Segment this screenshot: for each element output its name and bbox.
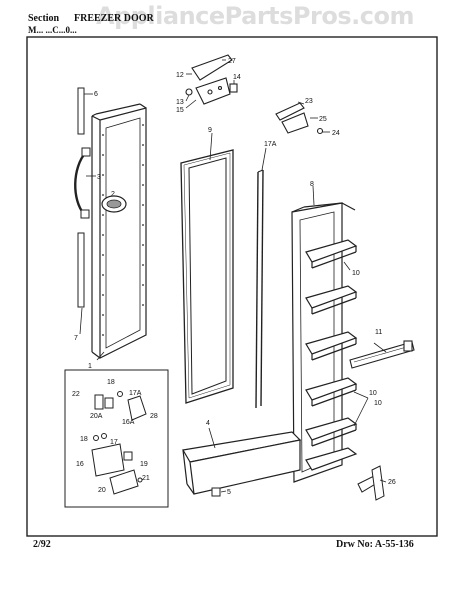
callout-6: 6	[94, 91, 98, 98]
screw-5	[211, 487, 221, 497]
section-label: Section	[28, 13, 60, 24]
callout-16: 16	[76, 461, 84, 468]
callout-21: 21	[142, 475, 150, 482]
top-hinge-assembly	[185, 54, 238, 105]
callout-23: 23	[305, 98, 313, 105]
callout-3: 3	[97, 174, 101, 181]
callout-16a: 16A	[122, 419, 135, 426]
callout-2: 2	[111, 191, 115, 198]
shelf-retainer-bar	[349, 340, 415, 369]
callout-17a: 17A	[129, 390, 142, 397]
bracket-26	[357, 465, 385, 501]
callout-11: 11	[375, 329, 382, 336]
callout-18b: 18	[80, 436, 88, 443]
door-handle	[74, 151, 87, 215]
revision-date: 2/92	[33, 539, 51, 550]
trim-strip-upper	[77, 87, 85, 135]
callout-18a: 18	[107, 379, 115, 386]
callout-labels: 6 7 3 2 1 9 17A 8 10 11 10 10 4 5 26 23 …	[72, 58, 396, 496]
callout-24: 24	[332, 130, 340, 137]
inset-parts	[91, 391, 147, 495]
callout-20: 20	[98, 487, 106, 494]
section-title: FREEZER DOOR	[74, 13, 154, 24]
leader-lines	[79, 59, 387, 493]
callout-12: 12	[176, 72, 184, 79]
callout-13: 13	[176, 99, 184, 106]
model-line: M... ...C...0...	[28, 25, 77, 35]
callout-5: 5	[227, 489, 231, 496]
callout-25: 25	[319, 116, 327, 123]
inset-hardware-box	[64, 369, 169, 508]
callout-10c: 10	[374, 400, 382, 407]
callout-17: 17	[110, 439, 118, 446]
callout-8: 8	[310, 181, 314, 188]
callout-21a: 22	[72, 391, 80, 398]
callout-4: 4	[206, 420, 210, 427]
callout-7: 7	[74, 335, 78, 342]
bottom-trim	[182, 431, 302, 495]
drawing-frame	[26, 36, 438, 537]
callout-1: 1	[88, 363, 92, 370]
callout-19: 19	[140, 461, 148, 468]
door-gasket	[180, 149, 234, 404]
callout-27: 27	[228, 58, 236, 65]
drawing-number: Drw No: A-55-136	[336, 539, 414, 550]
door-liner-assembly	[91, 103, 147, 359]
door-inner-shell	[291, 202, 358, 483]
door-shelves	[305, 239, 358, 471]
callout-9: 9	[208, 127, 212, 134]
callout-22: 17A	[264, 141, 277, 148]
callout-15: 15	[176, 107, 184, 114]
trim-strip-lower	[77, 232, 85, 308]
callout-14: 14	[233, 74, 241, 81]
hinge-bracket-23-25	[275, 102, 324, 135]
door-strip	[255, 169, 264, 409]
callout-10b: 10	[369, 390, 377, 397]
callout-20a: 20A	[90, 413, 103, 420]
callout-10a: 10	[352, 270, 360, 277]
callout-28: 28	[150, 413, 158, 420]
watermark: AppliancePartsPros.com	[96, 2, 414, 30]
callout-26: 26	[388, 479, 396, 486]
